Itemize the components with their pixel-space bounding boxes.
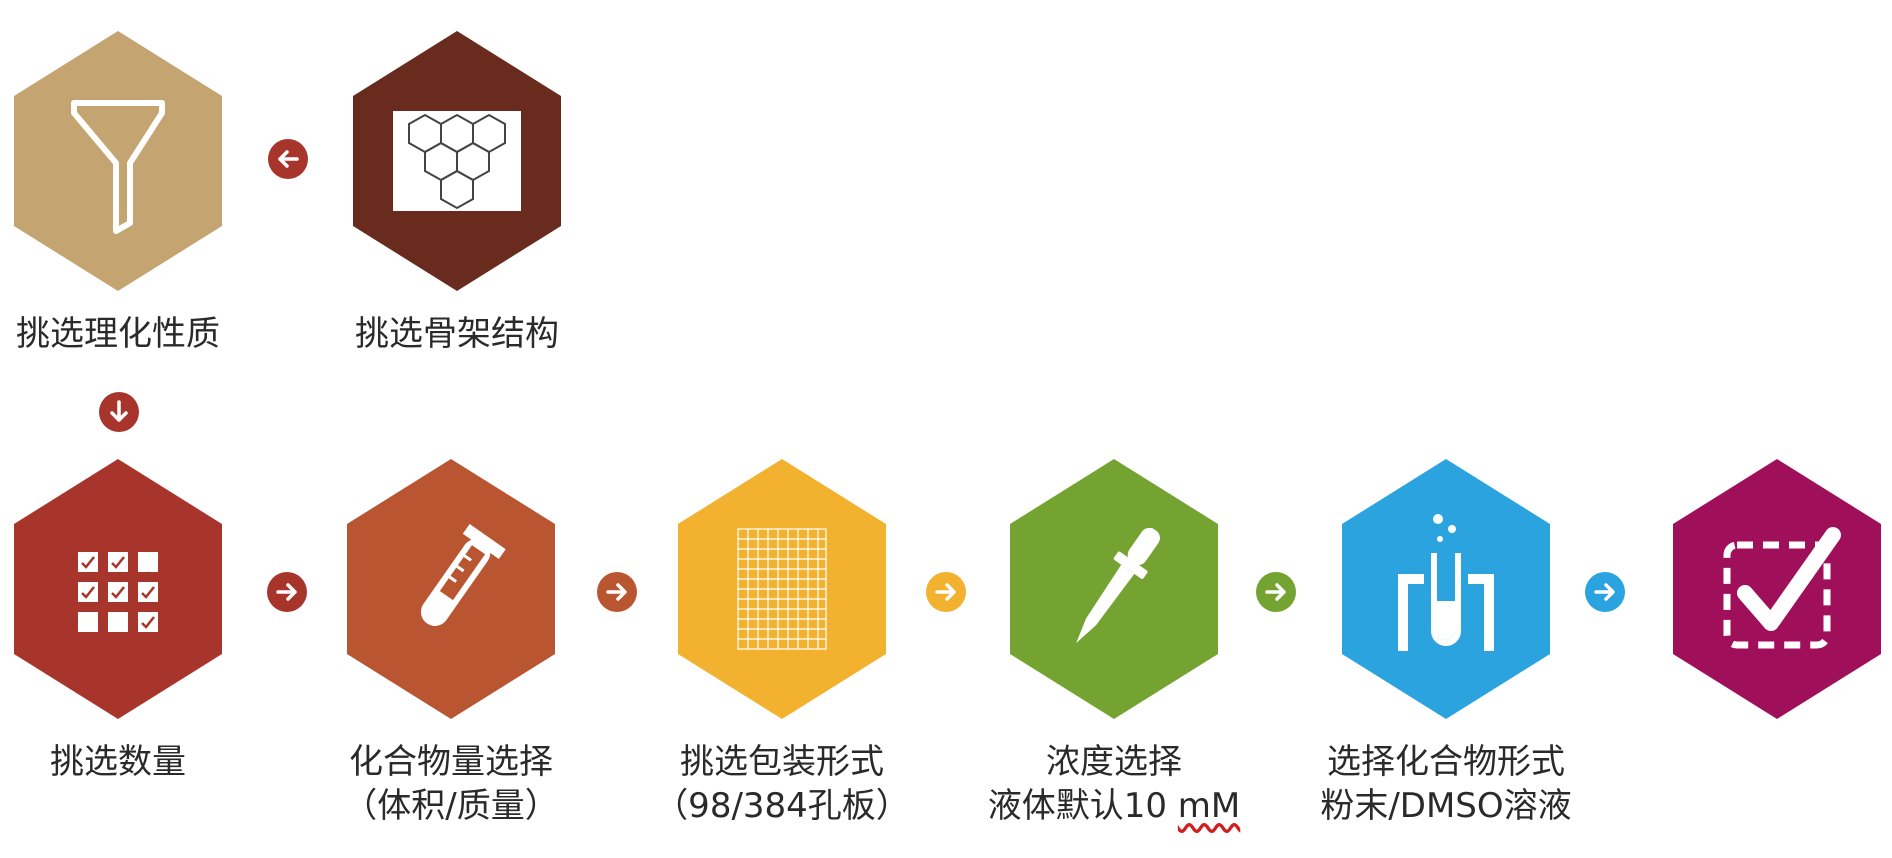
arrow-right-icon [1256,572,1296,612]
label-line1: 挑选理化性质 [16,314,220,354]
checkbox-icon [1723,527,1841,649]
arrow-left-icon [268,139,308,179]
label-format: 挑选包装形式 （98/384孔板） [612,740,952,828]
label-scaffold: 挑选骨架结构 [287,312,627,356]
label-line2: 液体默认10 mM [944,784,1284,828]
label-line2-main: 液体默认10 [987,786,1178,826]
label-line1: 化合物量选择 [349,742,553,782]
label-line2: 粉末/DMSO溶液 [1320,786,1572,826]
label-line1: 挑选数量 [50,742,186,782]
hexagon-quantity [14,459,222,719]
hexagon-format [678,459,886,719]
label-concentration: 浓度选择 液体默认10 mM [944,740,1284,828]
arrow-right-icon [926,572,966,612]
lab-flask-icon [1398,514,1494,651]
unit-mm: mM [1177,786,1241,826]
dropper-icon [1076,527,1160,644]
label-quantity: 挑选数量 [0,740,288,784]
label-line2: （体积/质量） [343,786,559,826]
label-line1: 挑选包装形式 [680,742,884,782]
arrow-right-icon [597,572,637,612]
label-line1: 挑选骨架结构 [355,314,559,354]
hexagon-concentration [1010,459,1218,719]
hexagon-physchem [14,31,222,291]
pyrene-structure-icon [408,113,506,210]
hexagon-form [1342,459,1550,719]
hexagon-done [1673,459,1881,719]
label-line2: （98/384孔板） [654,786,910,826]
arrow-right-icon [1585,572,1625,612]
label-line1: 选择化合物形式 [1327,742,1565,782]
label-amount: 化合物量选择 （体积/质量） [281,740,621,828]
label-physchem: 挑选理化性质 [0,312,288,356]
label-line1: 浓度选择 [1046,742,1182,782]
hexagon-scaffold [353,31,561,291]
test-tube-icon [420,523,506,626]
hexagon-amount [347,459,555,719]
label-form: 选择化合物形式 粉末/DMSO溶液 [1276,740,1616,828]
arrow-down-icon [99,392,139,432]
well-plate-icon [737,528,827,650]
funnel-icon [71,100,165,234]
arrow-right-icon [267,572,307,612]
